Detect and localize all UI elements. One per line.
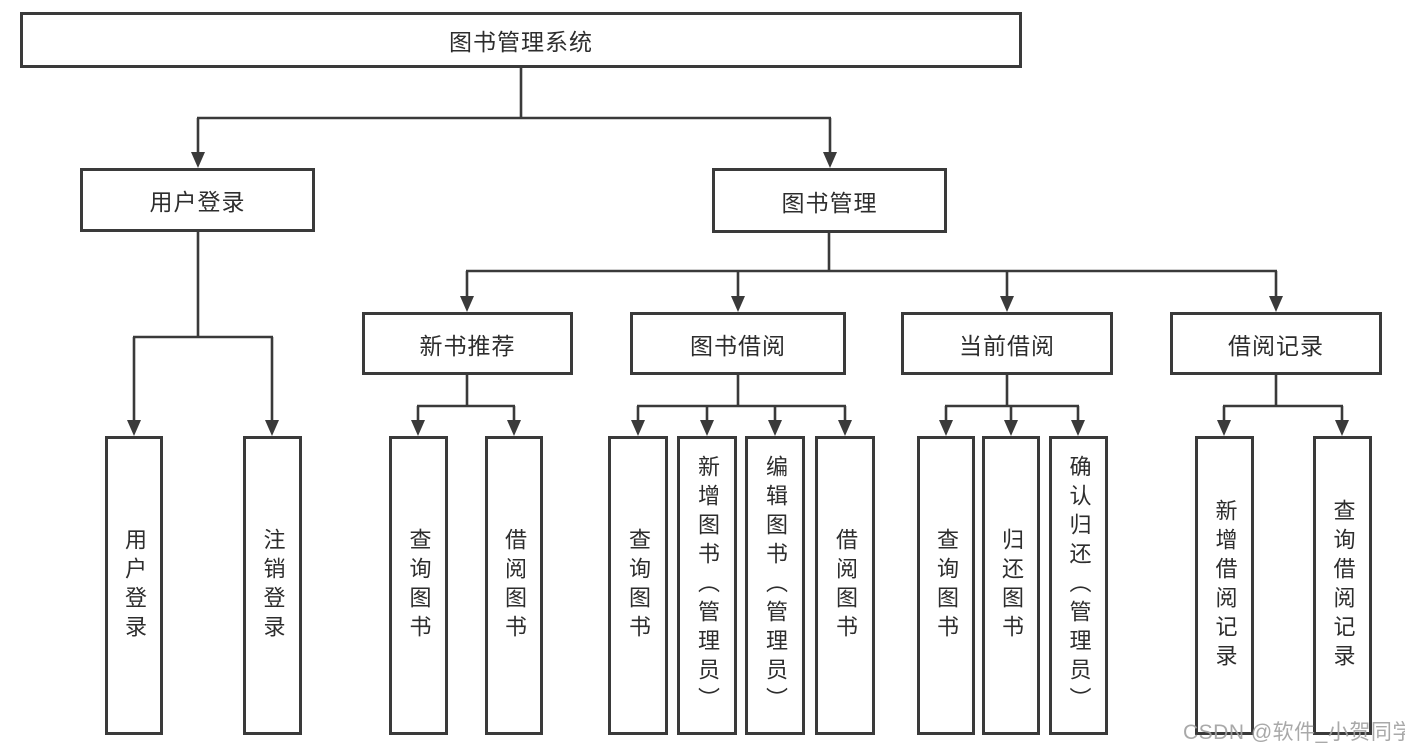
arrowhead-icon xyxy=(700,420,714,436)
connectors-new-book-recommend xyxy=(411,374,521,436)
arrowhead-icon xyxy=(411,420,425,436)
leaf-add-books-admin: 新增图书（管理员） xyxy=(677,436,737,735)
leaf-query-borrow-record: 查询借阅记录 xyxy=(1313,436,1372,735)
leaf-borrow-books-recommend: 借阅图书 xyxy=(485,436,543,735)
node-new-book-recommend: 新书推荐 xyxy=(362,312,573,375)
csdn-watermark: CSDN @软件_小贺同学 xyxy=(1183,721,1405,744)
arrowhead-icon xyxy=(1335,420,1349,436)
arrowhead-icon xyxy=(1004,420,1018,436)
node-book-borrowing: 图书借阅 xyxy=(630,312,846,375)
leaf-logout: 注销登录 xyxy=(243,436,302,735)
leaf-edit-books-admin: 编辑图书（管理员） xyxy=(745,436,805,735)
arrowhead-icon xyxy=(823,152,837,168)
arrowhead-icon xyxy=(265,420,279,436)
connectors-book-management xyxy=(460,233,1283,312)
node-book-management: 图书管理 xyxy=(712,168,947,233)
leaf-confirm-return-admin: 确认归还（管理员） xyxy=(1049,436,1108,735)
arrowhead-icon xyxy=(127,420,141,436)
connectors-book-borrowing xyxy=(631,374,852,436)
node-current-borrowing: 当前借阅 xyxy=(901,312,1113,375)
leaf-query-books-borrowing: 查询图书 xyxy=(608,436,668,735)
arrowhead-icon xyxy=(939,420,953,436)
arrowhead-icon xyxy=(1269,296,1283,312)
leaf-return-books: 归还图书 xyxy=(982,436,1040,735)
arrowhead-icon xyxy=(1217,420,1231,436)
connectors-user-login xyxy=(127,232,279,436)
arrowhead-icon xyxy=(507,420,521,436)
leaf-add-borrow-record: 新增借阅记录 xyxy=(1195,436,1254,735)
connectors-root xyxy=(191,68,837,168)
connectors-borrowing-records xyxy=(1217,374,1349,436)
node-borrowing-records: 借阅记录 xyxy=(1170,312,1382,375)
connectors-current-borrowing xyxy=(939,374,1085,436)
leaf-query-books-current: 查询图书 xyxy=(917,436,975,735)
leaf-query-books-recommend: 查询图书 xyxy=(389,436,448,735)
arrowhead-icon xyxy=(460,296,474,312)
arrowhead-icon xyxy=(191,152,205,168)
arrowhead-icon xyxy=(838,420,852,436)
arrowhead-icon xyxy=(731,296,745,312)
arrowhead-icon xyxy=(631,420,645,436)
arrowhead-icon xyxy=(1071,420,1085,436)
arrowhead-icon xyxy=(768,420,782,436)
leaf-user-login: 用户登录 xyxy=(105,436,163,735)
leaf-borrow-books: 借阅图书 xyxy=(815,436,875,735)
node-user-login: 用户登录 xyxy=(80,168,315,232)
arrowhead-icon xyxy=(1000,296,1014,312)
node-library-management-system: 图书管理系统 xyxy=(20,12,1022,68)
